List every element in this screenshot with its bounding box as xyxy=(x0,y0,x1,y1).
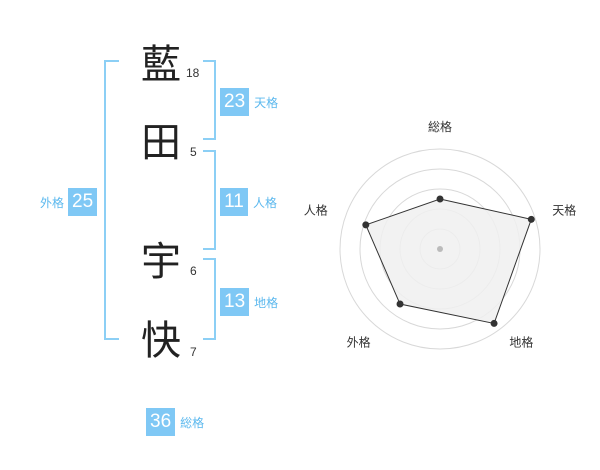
tenkaku-badge: 23 天格 xyxy=(220,88,278,116)
radar-axis-label: 総格 xyxy=(428,119,452,134)
name-char-2: 田 xyxy=(141,120,181,166)
radar-point-3 xyxy=(490,319,498,327)
radar-axis-label: 人格 xyxy=(304,203,328,218)
tenkaku-label: 天格 xyxy=(254,95,279,110)
jinkaku-badge: 11 人格 xyxy=(220,188,277,216)
chikaku-bracket xyxy=(203,258,216,340)
tenkaku-bracket xyxy=(203,60,216,140)
radar-data-area xyxy=(365,198,532,325)
gaikaku-value: 25 xyxy=(68,188,98,216)
tenkaku-value: 23 xyxy=(220,88,250,116)
name-char-3: 宇 xyxy=(141,239,181,285)
radar-point-5 xyxy=(362,221,370,229)
stroke-count-3: 6 xyxy=(190,264,197,278)
jinkaku-bracket xyxy=(203,150,216,250)
soukaku-label: 総格 xyxy=(180,415,205,430)
radar-center-dot xyxy=(437,246,443,252)
soukaku-badge: 36 総格 xyxy=(146,408,204,436)
radar-axis-label: 外格 xyxy=(347,334,371,349)
name-char-1: 藍 xyxy=(141,42,181,88)
radar-point-1 xyxy=(436,195,444,203)
gaikaku-badge: 外格 25 xyxy=(40,188,98,216)
radar-grid-ring xyxy=(339,148,541,350)
stroke-count-2: 5 xyxy=(190,145,197,159)
gaikaku-label: 外格 xyxy=(40,195,65,210)
chikaku-badge: 13 地格 xyxy=(220,288,278,316)
stroke-count-4: 7 xyxy=(190,345,197,359)
stroke-count-1: 18 xyxy=(186,66,200,80)
gaikaku-bracket xyxy=(104,60,119,340)
soukaku-value: 36 xyxy=(146,408,176,436)
chikaku-value: 13 xyxy=(220,288,250,316)
radar-axis-label: 地格 xyxy=(509,334,533,349)
chikaku-label: 地格 xyxy=(254,295,279,310)
radar-point-4 xyxy=(396,300,404,308)
radar-point-2 xyxy=(527,215,535,223)
radar-axis-label: 天格 xyxy=(552,203,576,218)
name-char-4: 快 xyxy=(141,318,181,364)
jinkaku-value: 11 xyxy=(220,188,248,216)
jinkaku-label: 人格 xyxy=(253,195,278,210)
